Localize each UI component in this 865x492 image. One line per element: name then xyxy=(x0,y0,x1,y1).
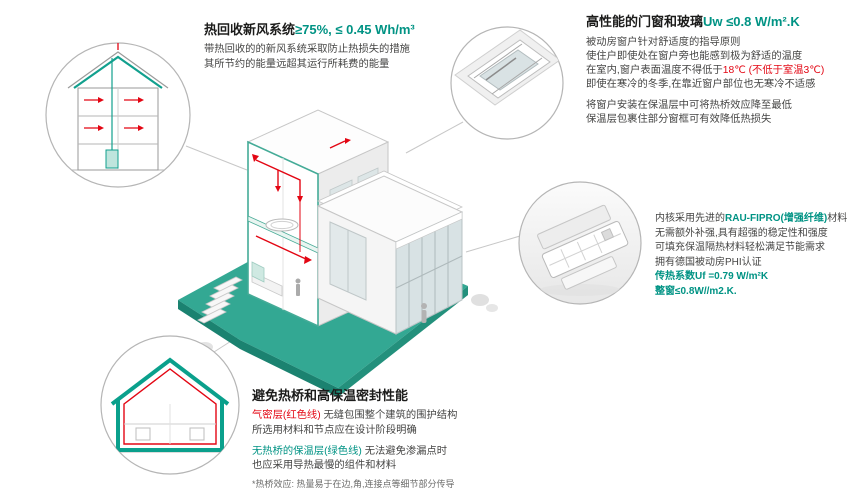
windows-line-3: 在室内,窗户表面温度不得低于18℃ (不低于室温3℃) xyxy=(586,64,864,78)
ventilation-line-1: 带热回收的的新风系统采取防止热损失的措施 xyxy=(204,44,410,56)
spacer xyxy=(586,92,864,99)
thermal-title: 避免热桥和高保温密封性能 xyxy=(252,388,409,403)
house-3d-cutaway xyxy=(246,109,464,335)
profile-uw-value: 整窗≤0.8W//m2.K. xyxy=(655,285,737,297)
windows-line-6: 保温层包裹住部分窗框可有效降低热损失 xyxy=(586,114,772,126)
profile-line-1c: 材料 xyxy=(827,213,848,224)
airtight-layer-label: 气密层(红色线) xyxy=(252,410,321,422)
windows-title: 高性能的门窗和玻璃Uw ≤0.8 W/m².K xyxy=(586,14,864,30)
curtain-wall-mullions xyxy=(395,218,463,327)
window-corner-detail-illustration xyxy=(454,29,561,106)
thermal-footnote: *热桥效应: 热量易于在边,角,连接点等细节部分传导 xyxy=(252,478,455,489)
thermal-line-2: 所选用材料和节点应在设计阶段明确 xyxy=(252,424,417,436)
profile-uf-value: 传热系数Uf =0.79 W/m²K xyxy=(655,271,769,282)
connector-window-detail xyxy=(405,121,464,154)
windows-title-value: Uw ≤0.8 W/m².K xyxy=(703,14,800,29)
window-profile-illustration xyxy=(537,204,629,296)
profile-line-4: 拥有德国被动房PHI认证 xyxy=(655,256,762,268)
section-ventilation-illustration xyxy=(58,43,178,171)
person-inside xyxy=(295,278,301,296)
thermal-line-3-text: 无法避免渗漏点时 xyxy=(361,446,448,458)
thermal-line-3: 无热桥的保温层(绿色线) 无法避免渗漏点时 xyxy=(252,445,582,459)
ventilation-ducts xyxy=(255,159,309,261)
hrv-unit xyxy=(251,261,265,283)
thermal-line-4: 也应采用导热最慢的组件和材料 xyxy=(252,460,397,472)
garden-steps xyxy=(197,276,243,324)
windows-title-main: 高性能的门窗和玻璃 xyxy=(586,14,704,29)
profile-line-1: 内核采用先进的RAU-FIPRO(增强纤维)材料 xyxy=(655,212,865,227)
bathtub xyxy=(265,218,299,232)
insulation-layer-label: 无热桥的保温层(绿色线) xyxy=(252,446,362,458)
callout-text-thermal: 避免热桥和高保温密封性能 气密层(红色线) 无缝包围整个建筑的围护结构 所选用材… xyxy=(252,388,582,490)
airflow-arrowheads xyxy=(98,97,144,131)
person-outside xyxy=(421,303,427,323)
profile-line-3: 可填充保温隔热材料轻松满足节能需求 xyxy=(655,242,825,253)
insulation-layer-line xyxy=(110,357,230,406)
windows-line-1: 被动房窗户针对舒适度的指导原则 xyxy=(586,37,741,49)
airflow-arrows xyxy=(84,43,138,129)
windows-line-5: 将窗户安装在保温层中可将热桥效应降至最低 xyxy=(586,100,792,112)
callout-text-windows: 高性能的门窗和玻璃Uw ≤0.8 W/m².K 被动房窗户针对舒适度的指导原则 … xyxy=(586,14,864,127)
spacer xyxy=(252,438,582,445)
callout-circle-thermal xyxy=(100,335,240,475)
parapet-band xyxy=(395,211,463,250)
section-insulation-illustration xyxy=(104,357,236,453)
roof-vent-arrow xyxy=(345,138,351,144)
windows-line-4: 即使在寒冷的冬季,在靠近窗户部位也无寒冷不适感 xyxy=(586,79,816,91)
ventilation-title-main: 热回收新风系统 xyxy=(204,22,296,37)
duct-arrows xyxy=(252,154,312,264)
windows-line-2: 使住户即使处在窗户旁也能感到极为舒适的温度 xyxy=(586,51,803,63)
ventilation-title-value: ≥75%, ≤ 0.45 Wh/m³ xyxy=(295,22,415,37)
thermal-line-1-text: 无缝包围整个建筑的围护结构 xyxy=(320,410,458,422)
bush-right xyxy=(471,294,489,306)
profile-line-1a: 内核采用先进的 xyxy=(655,213,725,224)
connector-profile xyxy=(465,235,521,253)
thermal-line-1: 气密层(红色线) 无缝包围整个建筑的围护结构 xyxy=(252,409,582,423)
roof-vent-duct xyxy=(329,140,346,149)
windows-line-3-highlight: 18℃ (不低于室温3℃) xyxy=(722,65,825,77)
ground-edge-left xyxy=(178,300,338,397)
profile-material-name: RAU-FIPRO(增强纤维) xyxy=(725,213,828,224)
ventilation-title: 热回收新风系统≥75%, ≤ 0.45 Wh/m³ xyxy=(204,22,534,38)
callout-text-ventilation: 热回收新风系统≥75%, ≤ 0.45 Wh/m³ 带热回收的的新风系统采取防止… xyxy=(204,22,534,72)
ventilation-line-2: 其所节约的能量远超其运行所耗费的能量 xyxy=(204,58,390,70)
profile-line-2: 无需额外补强,具有超强的稳定性和强度 xyxy=(655,227,828,239)
windows-line-3-text: 在室内,窗户表面温度不得低于 xyxy=(586,65,723,77)
callout-circle-ventilation xyxy=(45,42,191,188)
bush-right-small xyxy=(486,304,498,312)
callout-circle-window-detail xyxy=(450,26,564,140)
callout-text-profile: 内核采用先进的RAU-FIPRO(增强纤维)材料 无需额外补强,具有超强的稳定性… xyxy=(655,212,865,299)
callout-circle-profile xyxy=(518,181,642,305)
connector-ventilation xyxy=(185,145,248,171)
